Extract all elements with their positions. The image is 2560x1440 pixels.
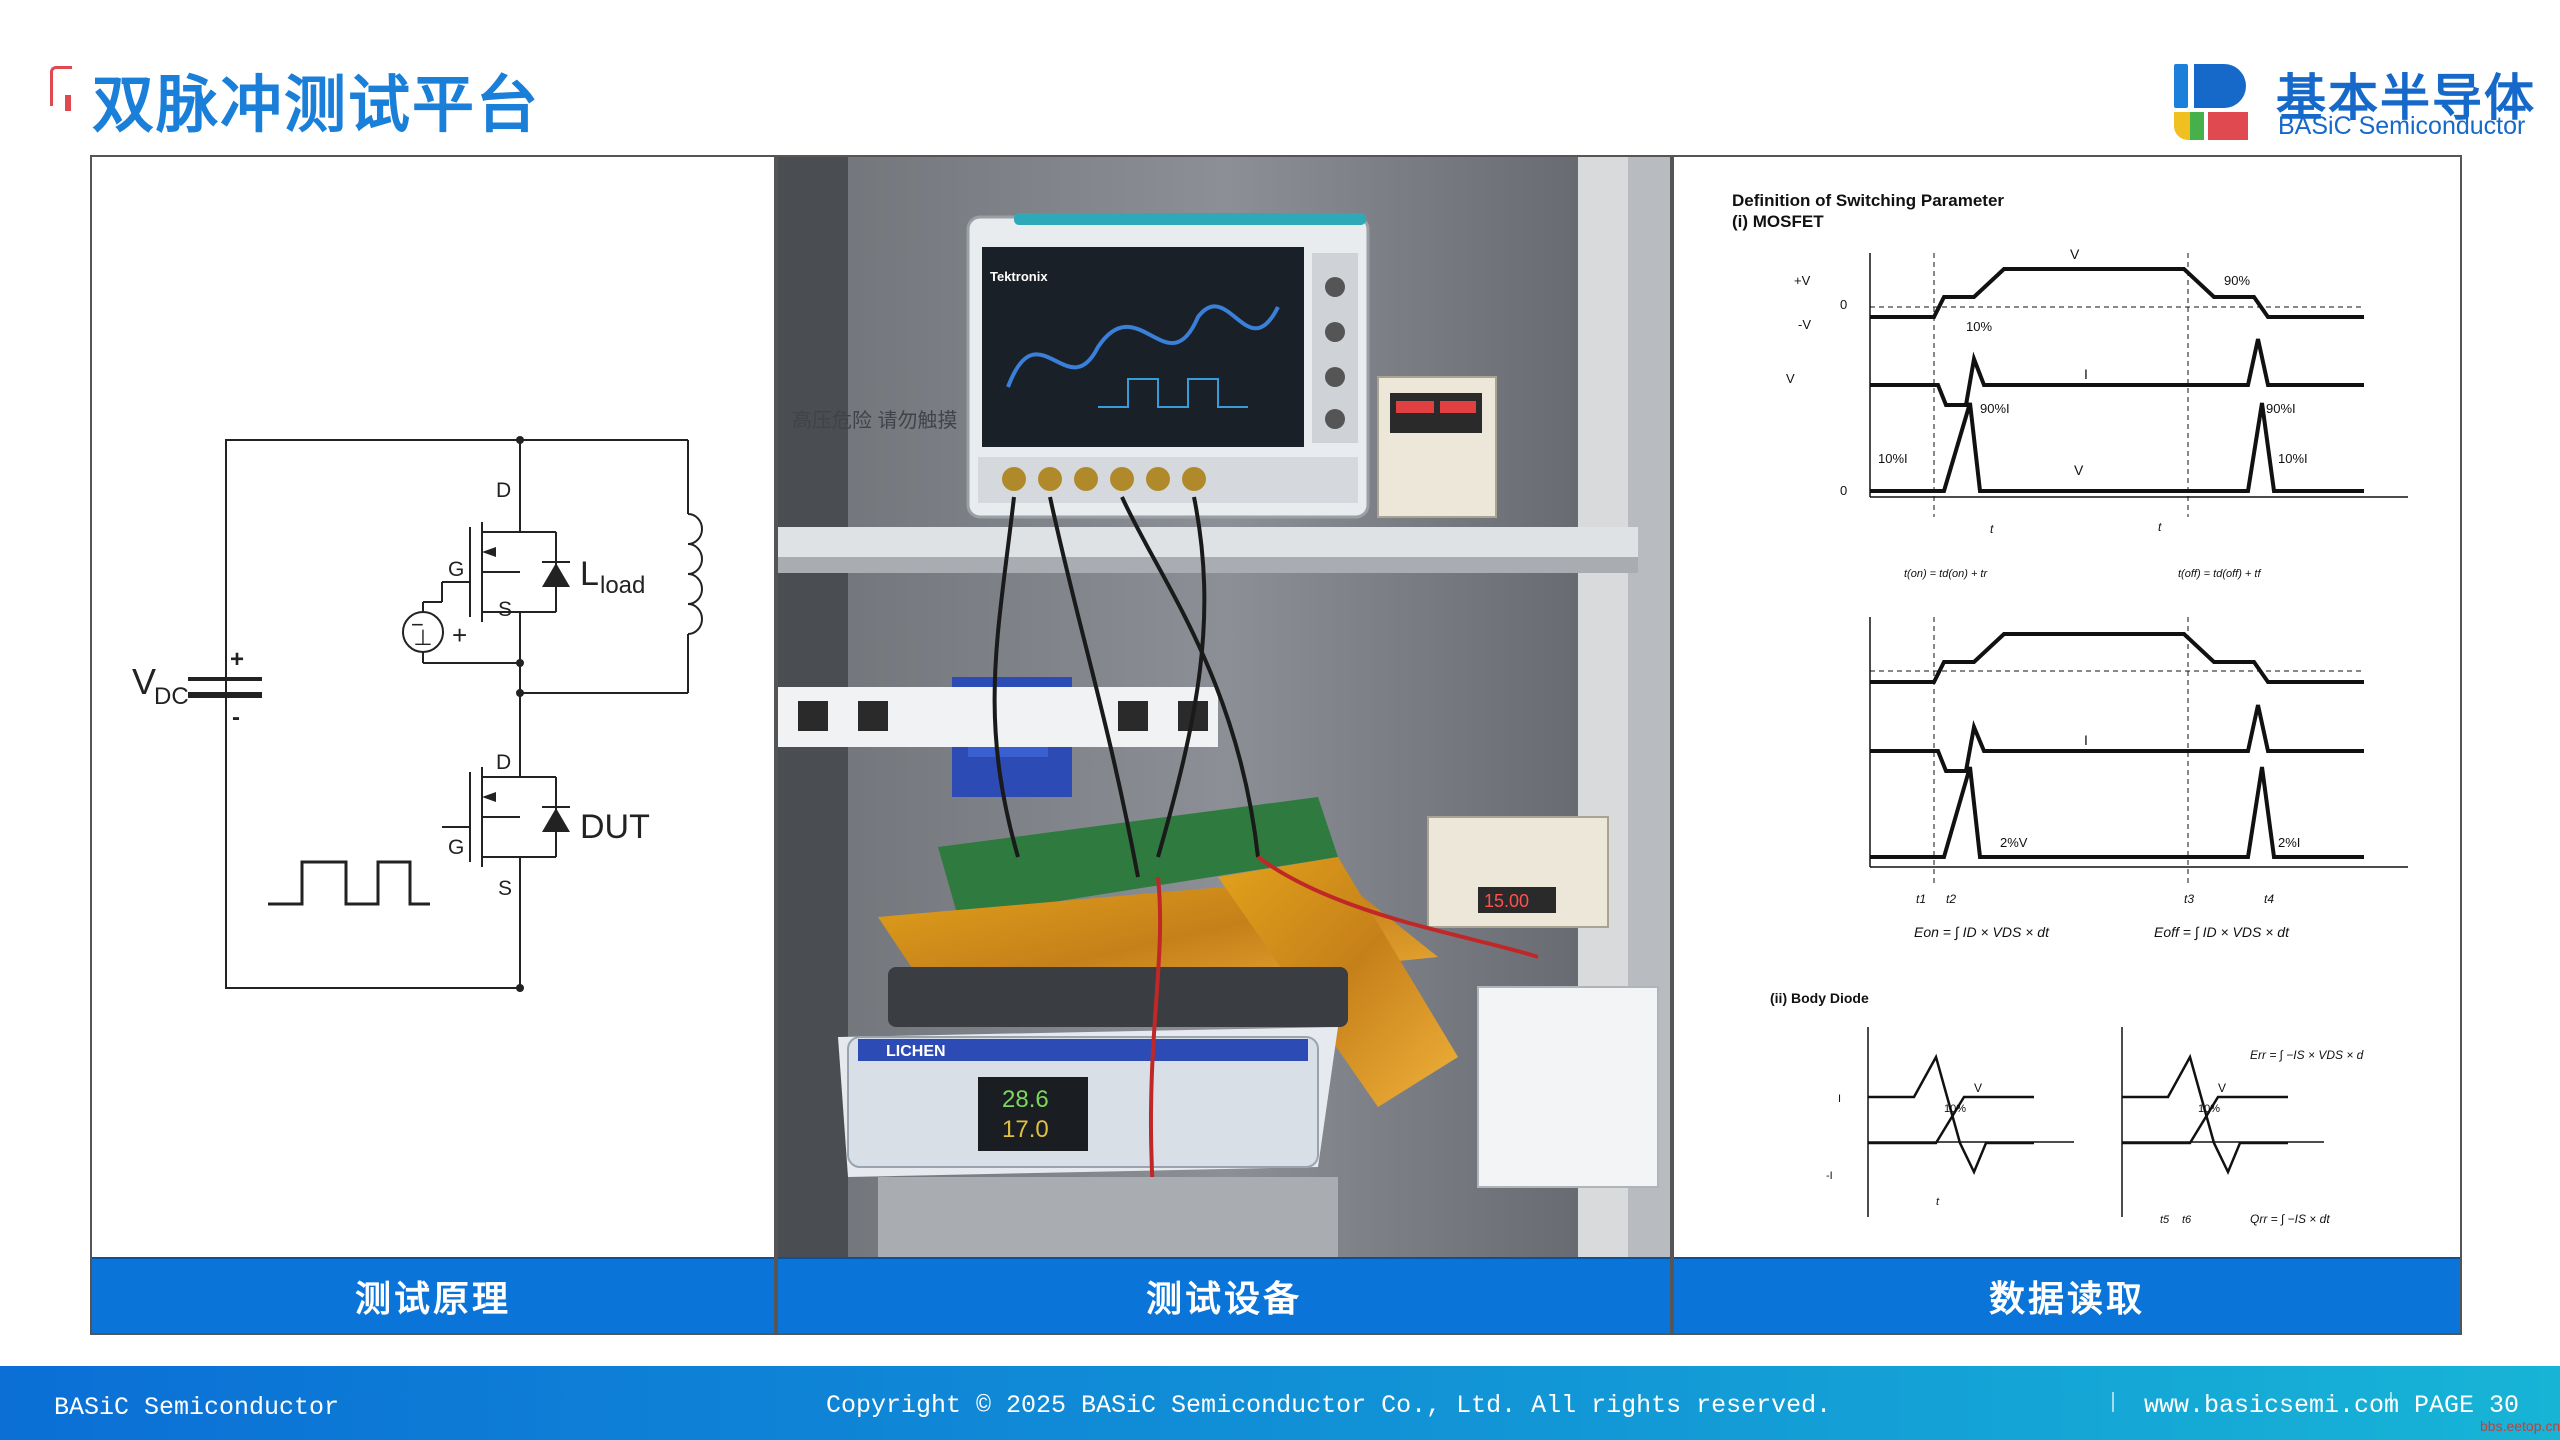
vdc-sub-label: DC (154, 683, 189, 710)
qrr-formula: Qrr = ∫ −IS × dt (2250, 1212, 2330, 1226)
zero-label-1: 0 (1840, 297, 1847, 312)
lower-drain-label: D (496, 751, 511, 774)
test-bench-photo: Tektronix 高压危险 请勿触摸 (778, 157, 1670, 1259)
watermark: bbs.eetop.cn (2480, 1418, 2560, 1434)
page-footer: BASiC Semiconductor Copyright © 2025 BAS… (0, 1366, 2560, 1440)
upper-gate-label: G (448, 558, 464, 581)
footer-divider (2112, 1392, 2114, 1412)
hotplate-temp-act: 17.0 (1002, 1116, 1049, 1143)
pct2-vds-label: 2%V (2000, 835, 2028, 850)
toff-formula: t(off) = td(off) + tf (2178, 568, 2261, 580)
vds-label: V (2074, 462, 2084, 478)
logo-english-name: BASiC Semiconductor (2278, 112, 2526, 140)
diode-irm-label: -I (1826, 1170, 1833, 1182)
panel-data-reading: Definition of Switching Parameter (i) MO… (1672, 155, 2462, 1335)
footer-company: BASiC Semiconductor (54, 1393, 340, 1422)
datasheet-title: Definition of Switching Parameter (1732, 191, 2004, 210)
plus-vgg-label: +V (1794, 273, 1811, 288)
diode-vds-label: V (1974, 1081, 1982, 1095)
lower-source-label: S (498, 877, 512, 900)
diode-is-label: I (1838, 1093, 1841, 1105)
pct90-label: 90% (2224, 273, 2250, 288)
footer-divider (2390, 1392, 2392, 1412)
svg-text:⊥: ⊥ (413, 625, 432, 650)
title-accent-icon (50, 66, 72, 111)
ton-formula: t(on) = td(on) + tr (1904, 568, 1988, 580)
t2-label: t2 (1946, 892, 1956, 906)
panel-test-equipment: Tektronix 高压危险 请勿触摸 (776, 155, 1672, 1335)
eoff-formula: Eoff = ∫ ID × VDS × dt (2154, 924, 2290, 941)
t3-label: t3 (2184, 892, 2194, 906)
dut-label: DUT (580, 808, 650, 846)
t4-label: t4 (2264, 892, 2274, 906)
caption-data-reading: 数据读取 (1674, 1257, 2460, 1333)
pct2-id-label: 2%I (2278, 835, 2300, 850)
section-mosfet-title: (i) MOSFET (1732, 212, 1824, 231)
pct90-id-label-2: 90%I (2266, 401, 2296, 416)
diode-trr-label: t (1936, 1196, 1940, 1208)
pct10-id-label-2: 10%I (2278, 451, 2308, 466)
gate-source-plus: + (452, 620, 467, 650)
id-label-2: I (2084, 732, 2088, 748)
vdc-label: V (132, 661, 156, 702)
upper-source-label: S (498, 598, 512, 621)
diode-pct10-label: 10% (1944, 1103, 1966, 1115)
hotplate-temp-set: 28.6 (1002, 1086, 1049, 1113)
upper-drain-label: D (496, 479, 511, 502)
vds-id-label: V (1786, 371, 1795, 386)
wall-sign: 高压危险 请勿触摸 (792, 409, 958, 432)
vdc-plus: + (230, 646, 244, 673)
load-label: L (580, 555, 599, 593)
double-pulse-schematic: − ⊥ D G S L load + D G S DUT V DC + - (132, 436, 703, 992)
diode-pct10-label-2: 10% (2198, 1103, 2220, 1115)
switching-definition-figure: Definition of Switching Parameter (i) MO… (1732, 191, 2408, 1226)
vdc-minus: - (232, 704, 240, 731)
t5-label: t5 (2160, 1214, 2170, 1226)
td-on-label: t (1990, 522, 1994, 536)
zero-label-2: 0 (1840, 483, 1847, 498)
basic-logo-icon (2174, 64, 2248, 140)
vgg-label: V (2070, 246, 2080, 262)
section-body-diode-title: (ii) Body Diode (1770, 990, 1869, 1006)
pct10-label: 10% (1966, 319, 1992, 334)
svg-text:−: − (411, 612, 424, 637)
pct10-id-label: 10%I (1878, 451, 1908, 466)
err-formula: Err = ∫ −IS × VDS × d (2250, 1048, 2364, 1062)
hotplate-brand: LICHEN (886, 1043, 946, 1060)
panel-test-principle: − ⊥ D G S L load + D G S DUT V DC + - 测试… (90, 155, 776, 1335)
minus-vgg-label: -V (1798, 317, 1811, 332)
diode-vds-label-2: V (2218, 1081, 2226, 1095)
lower-gate-label: G (448, 836, 464, 859)
td-off-label: t (2158, 520, 2162, 534)
load-sub-label: load (600, 572, 645, 599)
t6-label: t6 (2182, 1214, 2192, 1226)
eon-formula: Eon = ∫ ID × VDS × dt (1914, 924, 2050, 941)
t1-label: t1 (1916, 892, 1926, 906)
footer-copyright: Copyright © 2025 BASiC Semiconductor Co.… (826, 1391, 1832, 1420)
scope-brand: Tektronix (990, 269, 1048, 284)
page-title: 双脉冲测试平台 (92, 68, 541, 141)
company-logo: 基本半导体 BASiC Semiconductor (2172, 58, 2534, 142)
caption-test-principle: 测试原理 (92, 1257, 774, 1333)
id-label: I (2084, 366, 2088, 382)
caption-test-equipment: 测试设备 (778, 1257, 1670, 1333)
power-readout: 15.00 (1484, 891, 1529, 911)
pct90-id-label: 90%I (1980, 401, 2010, 416)
footer-page-number: PAGE 30 (2414, 1391, 2520, 1420)
footer-website-link[interactable]: www.basicsemi.com (2144, 1391, 2400, 1420)
logo-chinese-name: 基本半导体 (2276, 69, 2536, 127)
